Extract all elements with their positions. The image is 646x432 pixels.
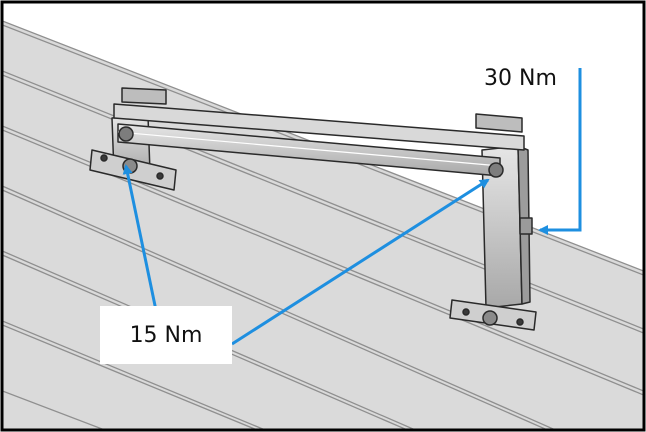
front-pivot-bolt [118, 126, 134, 142]
top-rail [113, 103, 525, 151]
rear-pivot-bolt [488, 162, 504, 178]
rear-clamp [475, 113, 523, 133]
torque-label-30nm: 30 Nm [484, 60, 576, 96]
front-clamp [121, 87, 167, 105]
arrow-front-pivot [122, 164, 160, 321]
arrow-rear-pivot [231, 178, 490, 346]
torque-label-15nm: 15 Nm [100, 306, 232, 364]
mounting-frame [89, 87, 537, 331]
arrow-side-bolt [538, 68, 582, 235]
rear-foot-bolt [482, 310, 498, 326]
annotation-arrows [122, 68, 582, 346]
rear-side-bolt [519, 217, 533, 235]
front-foot-bolt [122, 158, 138, 174]
